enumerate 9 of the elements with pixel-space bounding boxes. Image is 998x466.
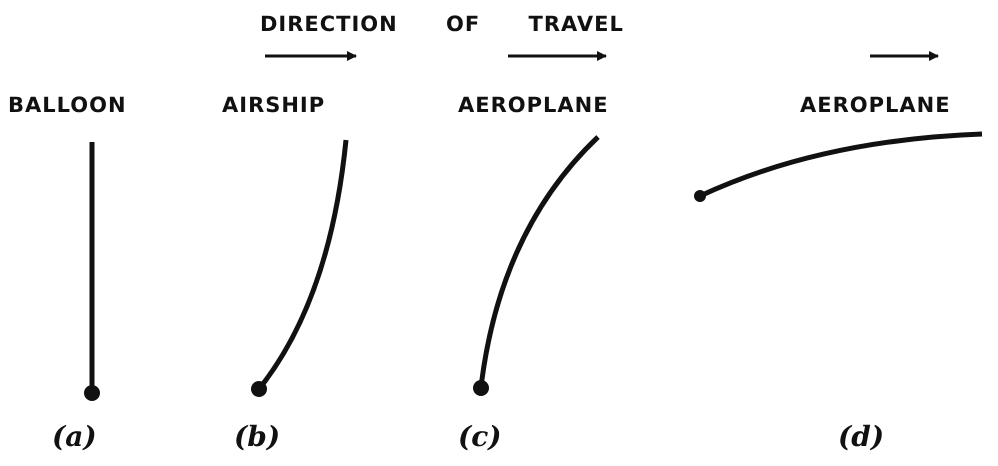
panel-label: (a): [52, 420, 97, 453]
panel-label: (d): [838, 420, 884, 453]
vehicle-label: AIRSHIP: [222, 93, 326, 117]
panel-label: (c): [458, 420, 502, 453]
title: DIRECTION OF TRAVEL: [260, 12, 624, 36]
vehicle-label: AEROPLANE: [458, 93, 609, 117]
vehicle-label: BALLOON: [8, 93, 127, 117]
vehicle-label: AEROPLANE: [800, 93, 951, 117]
panel-label: (b): [234, 420, 280, 453]
